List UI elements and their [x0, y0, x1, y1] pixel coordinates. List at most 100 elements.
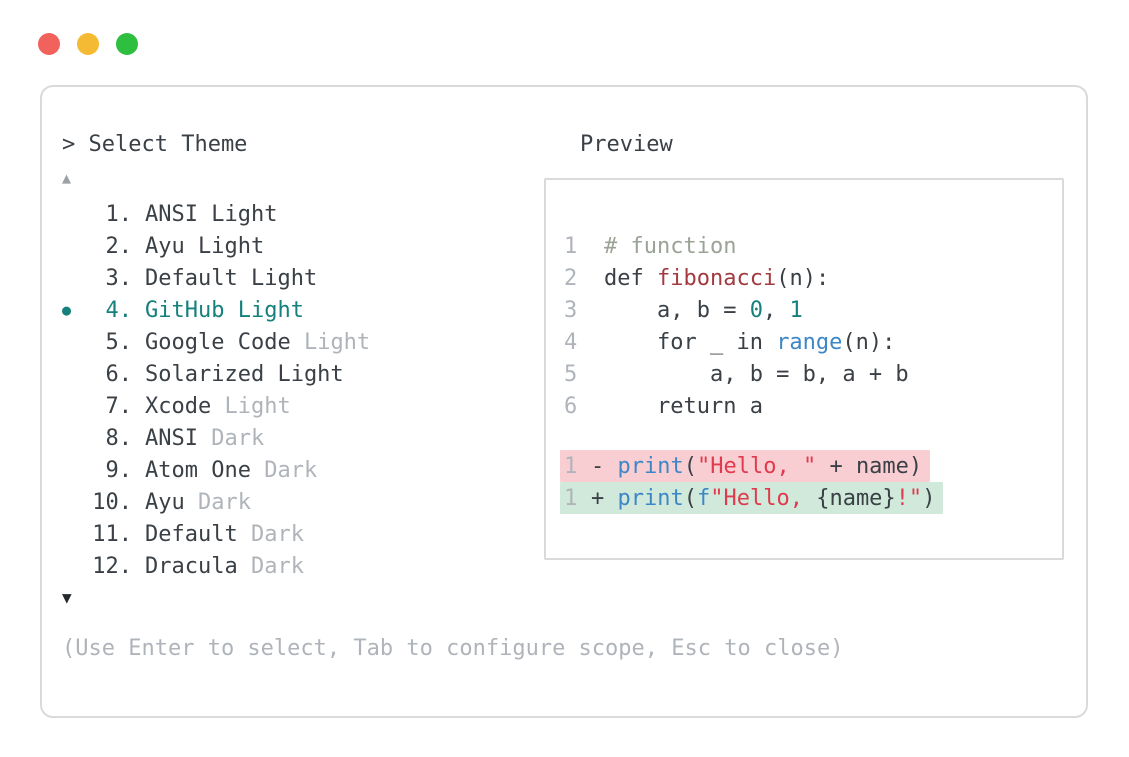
- theme-item-xcode-light[interactable]: 7. Xcode Light: [62, 390, 512, 422]
- theme-label: Ayu Light: [145, 233, 265, 259]
- code-token-builtin: range: [776, 329, 843, 355]
- line-number: 1: [564, 485, 578, 511]
- code-token-func: fibonacci: [656, 265, 777, 291]
- theme-variant-label: Dark: [237, 521, 304, 547]
- line-number: 3: [564, 297, 578, 323]
- code-line-1: 1 # function: [564, 230, 1062, 262]
- diff-line-removed: 1- print("Hello, " + name): [560, 450, 931, 482]
- theme-label: Google Code: [145, 329, 291, 355]
- theme-variant-label: Light: [211, 393, 291, 419]
- line-number: 4: [564, 329, 578, 355]
- theme-number: 9.: [105, 457, 133, 483]
- minimize-button[interactable]: [77, 33, 99, 55]
- traffic-lights: [38, 33, 138, 55]
- theme-number: 5.: [105, 329, 133, 355]
- theme-number: 11.: [92, 521, 132, 547]
- code-token-string: "Hello, ": [696, 453, 817, 479]
- theme-variant-label: Dark: [237, 553, 304, 579]
- code-line-5: 5 a, b = b, a + b: [564, 358, 1062, 390]
- code-line-6: 6 return a: [564, 390, 1062, 422]
- line-number: 1: [564, 453, 578, 479]
- theme-label: Atom One: [145, 457, 251, 483]
- theme-number: 3.: [105, 265, 133, 291]
- code-token-fg: def: [604, 265, 657, 291]
- code-token-fg: (: [683, 453, 697, 479]
- code-token-string: "Hello,: [710, 485, 817, 511]
- code-token-fg: a, b =: [604, 297, 750, 323]
- theme-variant-label: Dark: [184, 489, 251, 515]
- select-theme-prompt: > Select Theme: [62, 132, 248, 157]
- close-button[interactable]: [38, 33, 60, 55]
- code-token-builtin: f: [696, 485, 711, 511]
- theme-item-default-dark[interactable]: 11. Default Dark: [62, 518, 512, 550]
- theme-label: GitHub Light: [145, 297, 304, 323]
- code-token-number: 0: [749, 297, 763, 323]
- theme-label: ANSI: [145, 425, 198, 451]
- code-token-builtin: print: [617, 485, 684, 511]
- theme-item-ayu-light[interactable]: 2. Ayu Light: [62, 230, 512, 262]
- code-line-2: 2 def fibonacci(n):: [564, 262, 1062, 294]
- code-token-fg: +: [591, 485, 618, 511]
- line-number: 6: [564, 393, 578, 419]
- theme-label: Dracula: [145, 553, 238, 579]
- selected-bullet-icon: ●: [62, 301, 72, 319]
- diff-lines: 1- print("Hello, " + name)1+ print(f"Hel…: [560, 450, 1062, 514]
- theme-number: 8.: [105, 425, 133, 451]
- theme-label: Ayu: [145, 489, 185, 515]
- code-token-string: !": [895, 485, 923, 511]
- theme-item-github-light[interactable]: ● 4. GitHub Light: [62, 294, 512, 326]
- preview-title: Preview: [580, 132, 673, 157]
- code-token-fg: ,: [762, 297, 790, 323]
- code-token-fg: {name}: [816, 485, 896, 511]
- keyboard-hint: (Use Enter to select, Tab to configure s…: [62, 636, 844, 661]
- theme-item-google-code-light[interactable]: 5. Google Code Light: [62, 326, 512, 358]
- diff-line-added: 1+ print(f"Hello, {name}!"): [560, 482, 944, 514]
- theme-label: Default Light: [145, 265, 318, 291]
- code-token-number: 1: [789, 297, 803, 323]
- line-number: 5: [564, 361, 578, 387]
- theme-item-atom-one-dark[interactable]: 9. Atom One Dark: [62, 454, 512, 486]
- code-token-fg: (n):: [842, 329, 896, 355]
- code-line-3: 3 a, b = 0, 1: [564, 294, 1062, 326]
- theme-variant-label: Light: [290, 329, 371, 355]
- theme-label: ANSI Light: [145, 201, 278, 227]
- code-token-fg: a, b = b, a + b: [604, 361, 909, 387]
- theme-number: 1.: [105, 201, 133, 227]
- code-token-fg: (n):: [776, 265, 830, 291]
- scroll-up-icon[interactable]: ▲: [62, 169, 72, 187]
- zoom-button[interactable]: [116, 33, 138, 55]
- theme-item-ayu-dark[interactable]: 10.Ayu Dark: [62, 486, 512, 518]
- theme-picker-window: > Select Theme ▲ 1. ANSI Light 2. Ayu Light…: [40, 85, 1088, 718]
- theme-label: Default: [145, 521, 238, 547]
- code-token-fg: + name): [816, 453, 923, 479]
- code-token-fg: return a: [604, 393, 763, 419]
- line-number: 1: [564, 233, 578, 259]
- theme-item-default-light[interactable]: 3. Default Light: [62, 262, 512, 294]
- scroll-down-icon[interactable]: ▼: [62, 588, 72, 607]
- code-token-comment: # function: [604, 233, 737, 259]
- theme-variant-label: Dark: [250, 457, 318, 483]
- code-line-4: 4 for _ in range(n):: [564, 326, 1062, 358]
- theme-label: Xcode: [145, 393, 212, 419]
- theme-item-ansi-light[interactable]: 1. ANSI Light: [62, 198, 512, 230]
- theme-number: 7.: [105, 393, 133, 419]
- theme-item-dracula-dark[interactable]: 12. Dracula Dark: [62, 550, 512, 582]
- code-token-fg: (: [683, 485, 697, 511]
- theme-number: 2.: [105, 233, 133, 259]
- code-blank-line: [564, 422, 1062, 450]
- theme-number: 12.: [92, 553, 132, 579]
- theme-number: 4.: [105, 297, 133, 323]
- theme-variant-label: Dark: [197, 425, 265, 451]
- line-number: 2: [564, 265, 578, 291]
- code-token-fg: -: [591, 453, 618, 479]
- theme-list: 1. ANSI Light 2. Ayu Light 3. Default Light ● 4…: [62, 198, 512, 582]
- theme-item-solarized-light[interactable]: 6.Solarized Light: [62, 358, 512, 390]
- code-token-fg: for _ in: [604, 329, 777, 355]
- theme-item-ansi-dark[interactable]: 8. ANSI Dark: [62, 422, 512, 454]
- code-token-builtin: print: [617, 453, 684, 479]
- theme-number: 6.: [105, 361, 133, 387]
